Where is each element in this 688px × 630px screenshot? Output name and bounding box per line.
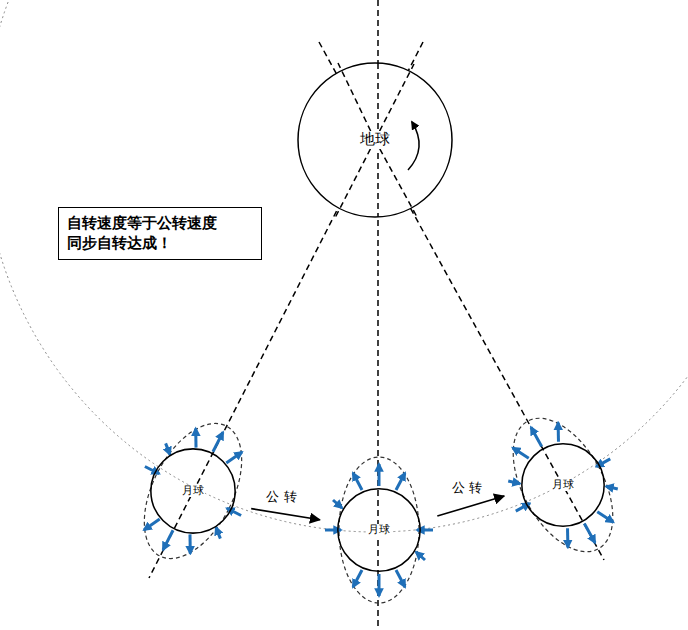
body-label: 地球 [359, 131, 391, 148]
earth-circle: 地球 [298, 63, 452, 217]
edge-label: 公 转 [450, 480, 484, 496]
note-box: 自转速度等于公转速度 同步自转达成！ [58, 207, 262, 260]
earth-outline [298, 63, 452, 217]
moon-circle: 月球 [150, 448, 236, 534]
orbit-arrow [437, 496, 504, 516]
moon-circle: 月球 [521, 443, 605, 527]
body-label: 月球 [367, 524, 391, 537]
body-label: 月球 [551, 479, 575, 492]
orbit-arrow [251, 509, 320, 520]
moon-circle: 月球 [337, 488, 421, 572]
orbit [0, 0, 688, 532]
moon-bulges [112, 395, 646, 603]
body-label: 月球 [181, 485, 205, 498]
earth-moon-lines [149, 0, 604, 630]
rotation-arrow [408, 122, 419, 170]
edge-label: 公 转 [264, 489, 298, 505]
note-text: 自转速度等于公转速度 同步自转达成！ [67, 214, 221, 253]
